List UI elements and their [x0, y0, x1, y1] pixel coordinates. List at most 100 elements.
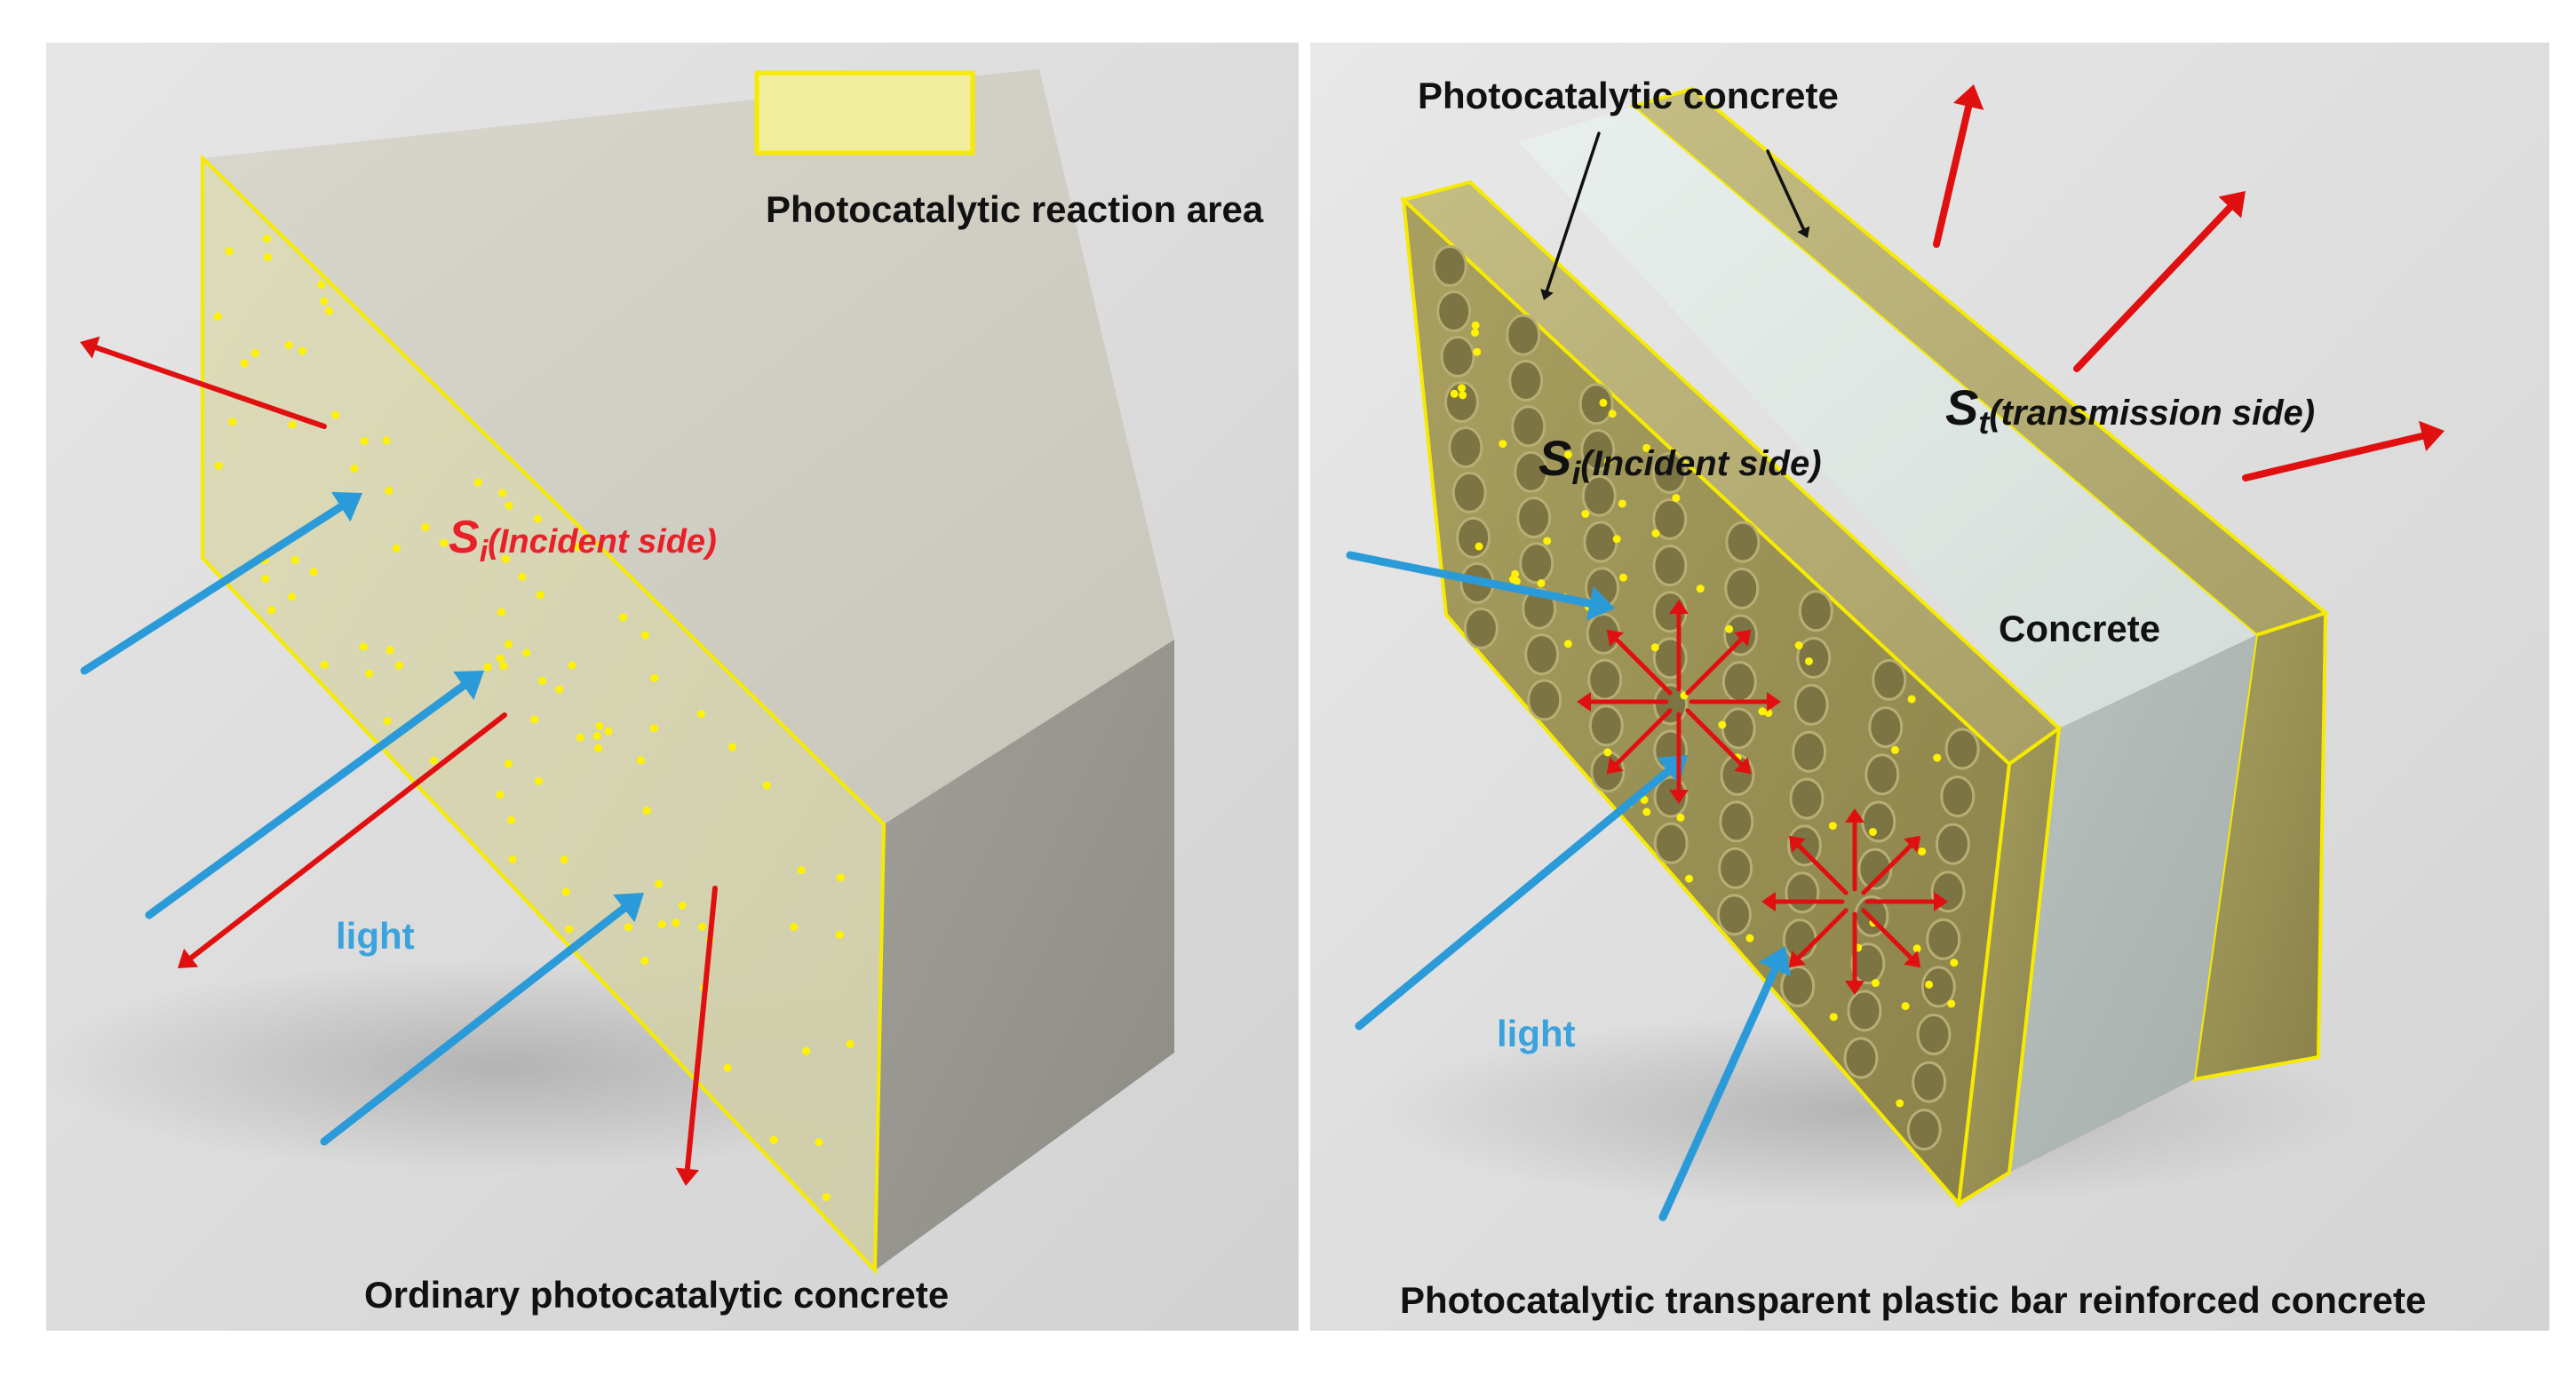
particle: [392, 544, 401, 553]
bar-end: [1721, 707, 1756, 750]
particle: [1473, 347, 1482, 356]
scatter-arrow: [1845, 808, 1864, 892]
bar-end: [1583, 521, 1618, 563]
bar-end: [1857, 847, 1893, 890]
particle: [655, 879, 664, 888]
particle: [1890, 745, 1899, 754]
photocatalytic-concrete-label: Photocatalytic concrete: [1418, 75, 1839, 116]
left-block-top-face: [203, 69, 1174, 824]
pointer-arrow: [1766, 149, 1810, 238]
particle: [394, 661, 403, 670]
particle: [1563, 640, 1572, 648]
scatter-arrow: [1864, 892, 1948, 911]
particle: [1829, 1013, 1838, 1022]
particle: [518, 572, 527, 581]
legend-swatch: [754, 70, 975, 155]
particle: [1651, 529, 1660, 537]
particle: [288, 420, 297, 429]
bar-end: [1724, 568, 1760, 610]
particle: [1901, 1002, 1910, 1011]
right-particles: [1450, 321, 1959, 1108]
bar-end: [1718, 847, 1753, 889]
bar-end: [1653, 822, 1689, 864]
particle: [1511, 569, 1520, 578]
particle: [1912, 944, 1921, 953]
particle: [1642, 807, 1651, 816]
emission-arrow: [80, 336, 327, 429]
particle: [501, 554, 510, 563]
scatter-arrow: [1845, 911, 1864, 995]
particle: [1471, 329, 1480, 338]
particle: [267, 606, 276, 615]
particle: [568, 661, 576, 670]
emission-arrow: [675, 886, 718, 1186]
particle: [429, 756, 438, 765]
particle: [530, 715, 539, 724]
particle: [1458, 384, 1467, 393]
particle: [1933, 753, 1942, 762]
particle: [1608, 410, 1617, 418]
bar-end: [1508, 360, 1544, 402]
bar-end: [1448, 426, 1483, 468]
particle: [593, 744, 602, 752]
particle: [1599, 398, 1608, 407]
scatter-arrow: [1861, 835, 1921, 895]
bar-end: [1652, 498, 1688, 541]
particle: [640, 631, 649, 640]
bar-end: [1432, 245, 1467, 288]
particle: [642, 807, 651, 815]
particle: [1450, 389, 1459, 398]
particle: [561, 887, 570, 896]
bar-end: [1719, 800, 1754, 843]
particle: [473, 478, 482, 487]
transmission-arrow: [2242, 420, 2445, 481]
particle: [382, 436, 391, 445]
particle: [505, 501, 513, 510]
left-particles: [213, 235, 855, 1202]
particle: [762, 781, 771, 790]
particle: [1725, 624, 1734, 633]
particle: [1618, 499, 1626, 508]
bar-end: [1868, 706, 1904, 749]
particle: [1718, 720, 1727, 729]
particle: [290, 555, 299, 564]
scatter-arrow: [1761, 892, 1845, 911]
particle: [1618, 573, 1627, 582]
light-arrow: [1658, 946, 1792, 1221]
particle: [1918, 847, 1927, 856]
particle: [1764, 709, 1773, 718]
arrows-layer: [80, 84, 2445, 1221]
particle: [284, 340, 293, 349]
particle: [263, 253, 272, 262]
right-light-label: light: [1497, 1013, 1576, 1054]
particle: [360, 437, 369, 446]
particle: [261, 575, 270, 584]
particle: [696, 710, 705, 719]
right-incident-label: Si(Incident side): [1538, 430, 1822, 491]
particle: [790, 922, 799, 931]
bar-end: [1944, 728, 1980, 770]
bar-end: [1861, 800, 1896, 843]
bar-end: [1578, 383, 1614, 426]
bar-end: [1436, 290, 1472, 332]
particle: [640, 957, 649, 966]
bar-end: [1940, 775, 1976, 818]
light-arrow: [320, 893, 644, 1146]
particle: [815, 1138, 823, 1147]
bar-end: [1793, 683, 1829, 726]
particle: [331, 410, 340, 419]
particle: [538, 676, 547, 685]
particle: [1676, 813, 1685, 822]
particle: [483, 663, 492, 672]
legend-label: Photocatalytic reaction area: [766, 188, 1264, 230]
particle: [505, 640, 513, 648]
bar-end: [1506, 314, 1541, 356]
particle: [1581, 509, 1590, 518]
bar-end: [1652, 545, 1688, 587]
scatter-arrow: [1685, 629, 1752, 696]
bar-end: [1789, 777, 1825, 820]
particle: [604, 727, 613, 736]
particle: [1896, 1099, 1904, 1108]
